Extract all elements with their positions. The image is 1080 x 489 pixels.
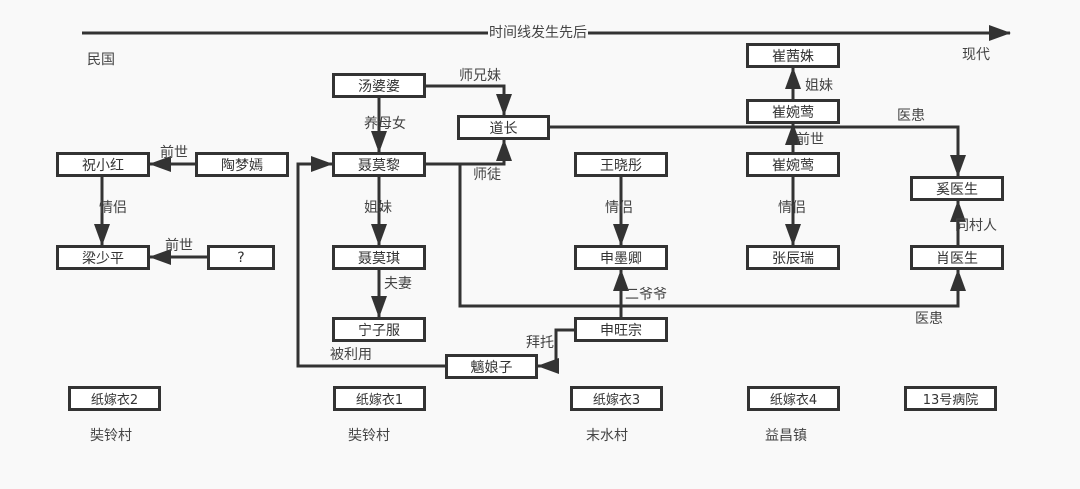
edge-label-qianshi: 前世	[796, 132, 824, 148]
edge-label-tongcunren: 同村人	[955, 218, 997, 234]
edge-label-shixiongmei: 师兄妹	[459, 68, 501, 84]
edge-label-qianshi: 前世	[160, 145, 188, 161]
node-daozhang[interactable]: 道长	[457, 115, 550, 140]
edge-label-fuqi: 夫妻	[384, 276, 412, 292]
node-cui-wanying-past[interactable]: 崔婉莺	[746, 152, 840, 177]
node-shen-wangzong[interactable]: 申旺宗	[574, 317, 668, 342]
edge-label-yihuan: 医患	[897, 108, 925, 124]
node-liang-shaoping[interactable]: 梁少平	[56, 245, 150, 270]
node-chi-niangzi[interactable]: 魑娘子	[445, 354, 538, 379]
edge-label-qinglv: 情侣	[605, 200, 633, 216]
place-label: 奘铃村	[90, 428, 132, 444]
edge-label-jiemei: 姐妹	[805, 78, 833, 94]
node-xiao-doctor[interactable]: 肖医生	[910, 245, 1004, 270]
game-box-zhijiayi-1[interactable]: 纸嫁衣1	[333, 386, 426, 411]
node-unknown[interactable]: ?	[207, 245, 275, 270]
node-tang-popo[interactable]: 汤婆婆	[332, 73, 426, 98]
edge-label-qianshi: 前世	[165, 238, 193, 254]
timeline-start-label: 民国	[87, 52, 115, 68]
node-nie-moli[interactable]: 聂莫黎	[332, 152, 426, 177]
edge-label-baituo: 拜托	[526, 335, 554, 351]
node-cui-xishu[interactable]: 崔茜姝	[746, 43, 840, 68]
edge-nie-moli-to-xiao	[458, 164, 966, 308]
edge-label-eryeye: 二爷爷	[625, 287, 667, 303]
node-wang-xiaotong[interactable]: 王晓彤	[574, 152, 668, 177]
edge-nie-moli-to-daozhang	[426, 139, 512, 166]
node-cui-wanying-present[interactable]: 崔婉莺	[746, 99, 840, 124]
edge-daozhang-to-xi	[550, 125, 966, 177]
timeline-end-label: 现代	[962, 47, 990, 63]
place-label: 益昌镇	[765, 428, 807, 444]
node-zhang-chenrui[interactable]: 张辰瑞	[746, 245, 840, 270]
edge-label-jiemei: 姐妹	[364, 200, 392, 216]
edge-shen-wangzong-to-chi	[537, 328, 574, 374]
node-xi-doctor[interactable]: 奚医生	[910, 176, 1004, 201]
node-zhu-xiaohong[interactable]: 祝小红	[56, 152, 150, 177]
node-ning-zifu[interactable]: 宁子服	[332, 317, 426, 342]
game-box-hospital-13[interactable]: 13号病院	[904, 386, 997, 411]
edge-label-yihuan: 医患	[915, 311, 943, 327]
edge-label-yangmunv: 养母女	[364, 116, 406, 132]
node-nie-moqi[interactable]: 聂莫琪	[332, 245, 426, 270]
edge-label-qinglv: 情侣	[99, 200, 127, 216]
edge-label-qinglv: 情侣	[778, 200, 806, 216]
place-label: 奘铃村	[348, 428, 390, 444]
place-label: 末水村	[586, 428, 628, 444]
edge-label-beiliyong: 被利用	[330, 347, 372, 363]
node-tao-mengyan[interactable]: 陶梦嫣	[195, 152, 289, 177]
game-box-zhijiayi-4[interactable]: 纸嫁衣4	[747, 386, 840, 411]
edge-tang-to-daozhang	[426, 84, 512, 116]
node-shen-moqing[interactable]: 申墨卿	[574, 245, 668, 270]
edge-chi-to-nie-moli	[296, 156, 445, 368]
game-box-zhijiayi-3[interactable]: 纸嫁衣3	[570, 386, 663, 411]
game-box-zhijiayi-2[interactable]: 纸嫁衣2	[68, 386, 161, 411]
edge-label-shitu: 师徒	[473, 167, 501, 183]
timeline-label: 时间线发生先后	[488, 25, 588, 41]
